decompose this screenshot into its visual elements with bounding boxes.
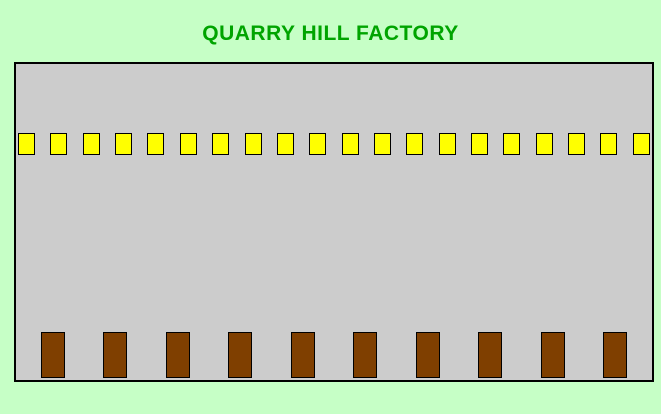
window-lamp xyxy=(535,133,553,155)
window-lamp xyxy=(406,133,424,155)
window-lamp xyxy=(244,133,262,155)
window-lamp xyxy=(503,133,521,155)
loading-door xyxy=(353,332,378,378)
loading-door xyxy=(540,332,565,378)
window-lamp xyxy=(341,133,359,155)
window-lamp xyxy=(632,133,650,155)
window-lamp xyxy=(309,133,327,155)
window-lamp xyxy=(82,133,100,155)
loading-door xyxy=(103,332,128,378)
loading-door xyxy=(165,332,190,378)
window-lamp xyxy=(212,133,230,155)
loading-door xyxy=(41,332,65,378)
loading-door xyxy=(478,332,503,378)
loading-door-row xyxy=(41,332,627,378)
factory-panel xyxy=(14,62,654,382)
window-lamp xyxy=(179,133,197,155)
window-lamp xyxy=(471,133,489,155)
window-lamp-row xyxy=(18,133,650,155)
loading-door xyxy=(415,332,440,378)
window-lamp xyxy=(115,133,133,155)
window-lamp xyxy=(147,133,165,155)
window-lamp xyxy=(568,133,586,155)
loading-door xyxy=(290,332,315,378)
window-lamp xyxy=(50,133,68,155)
loading-door xyxy=(602,332,627,378)
loading-door xyxy=(228,332,253,378)
window-lamp xyxy=(18,133,35,155)
page-title: QUARRY HILL FACTORY xyxy=(202,22,459,45)
window-lamp xyxy=(276,133,294,155)
window-lamp xyxy=(438,133,456,155)
window-lamp xyxy=(600,133,618,155)
window-lamp xyxy=(373,133,391,155)
